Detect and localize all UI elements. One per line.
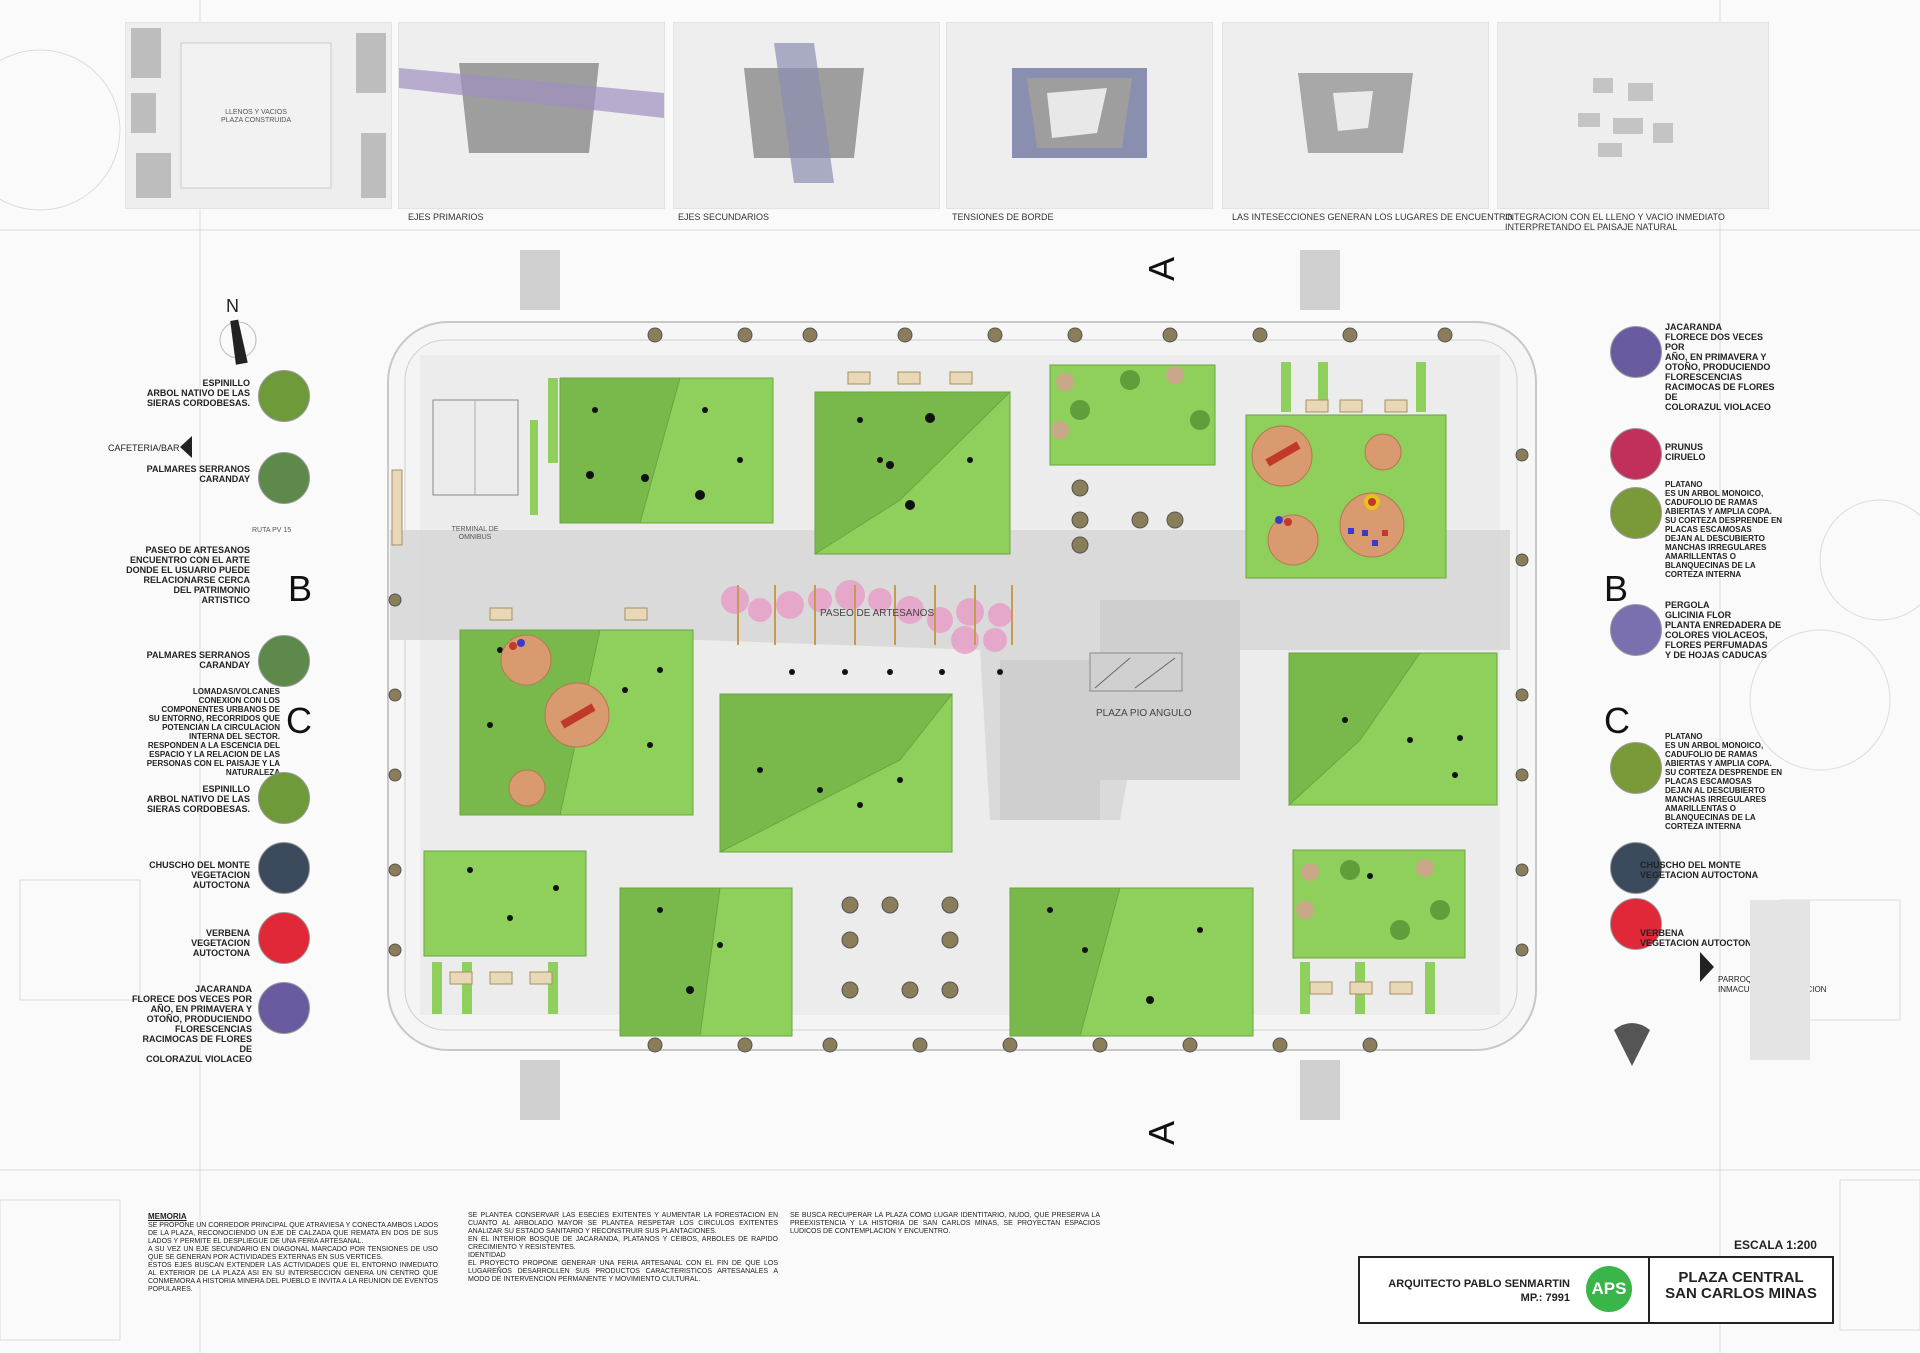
north-label: N [226, 296, 239, 316]
espinillo-photo-icon [258, 370, 310, 422]
legend-right-pergola: PERGOLA GLICINIA FLOR PLANTA ENREDADERA … [1665, 600, 1782, 660]
north-arrow-icon [219, 319, 257, 365]
legend-left-verbena: VERBENA VEGETACION AUTOCTONA [191, 928, 250, 958]
jacaranda-photo-icon [1610, 326, 1662, 378]
palm-photo-icon [258, 452, 310, 504]
verbena-flower-photo-icon [1610, 898, 1662, 950]
strip-panel-tensiones [946, 22, 1213, 209]
legend-left-palmares-2: PALMARES SERRANOS CARANDAY [146, 650, 250, 670]
verbena-flower-photo-icon [258, 912, 310, 964]
legend-left-espinillo-2: ESPINILLO ARBOL NATIVO DE LAS SIERAS COR… [146, 784, 250, 814]
prunus-photo-icon [1610, 428, 1662, 480]
scale-label: ESCALA 1:200 [1734, 1238, 1817, 1252]
legend-right-verbena: VERBENA VEGETACION AUTOCTONA [1640, 928, 1759, 948]
legend-left-chuscho: CHUSCHO DEL MONTE VEGETACION AUTOCTONA [149, 860, 250, 890]
section-letter-c-left: C [286, 700, 312, 741]
caption-integracion: INTEGRACION CON EL LLENO Y VACIO INMEDIA… [1505, 212, 1725, 232]
memoria-col2: SE PLANTEA CONSERVAR LAS ESECIES EXITENT… [468, 1212, 778, 1283]
note-paseo-artesanos: PASEO DE ARTESANOS ENCUENTRO CON EL ARTE… [126, 545, 250, 605]
label-ruta: RUTA PV 15 [252, 527, 292, 534]
legend-right-platano-1: PLATANO ES UN ARBOL MONOICO, CADUFOLIO D… [1665, 480, 1783, 579]
project-title-line2: SAN CARLOS MINAS [1665, 1285, 1817, 1302]
caption-ejes-primarios: EJES PRIMARIOS [408, 212, 484, 222]
strip-panel-llenos: LLENOS Y VACIOS PLAZA CONSTRUIDA [125, 22, 392, 209]
legend-left-palmares-1: PALMARES SERRANOS CARANDAY [146, 464, 250, 484]
pergola-glicinia-photo-icon [1610, 604, 1662, 656]
legend-left-espinillo-1: ESPINILLO ARBOL NATIVO DE LAS SIERAS COR… [146, 378, 250, 408]
section-letter-b-left: B [288, 568, 313, 609]
memoria-col1: SE PROPONE UN CORREDOR PRINCIPAL QUE ATR… [148, 1222, 438, 1293]
panel-llenos-label: LLENOS Y VACIOS PLAZA CONSTRUIDA [220, 109, 291, 124]
label-plaza-pio-angulo: PLAZA PIO ANGULO [1096, 708, 1192, 719]
legend-right-prunus: PRUNUS CIRUELO [1665, 442, 1706, 462]
chuscho-flower-photo-icon [1610, 842, 1662, 894]
espinillo-photo-icon [258, 772, 310, 824]
aps-logo: APS [1586, 1266, 1632, 1312]
project-title: PLAZA CENTRAL SAN CARLOS MINAS [1656, 1270, 1826, 1302]
panel-ejes-primarios-drawing [399, 63, 664, 153]
caption-intersecciones: LAS INTESECCIONES GENERAN LOS LUGARES DE… [1232, 212, 1513, 222]
memoria-title: MEMORIA [148, 1212, 187, 1221]
project-title-line1: PLAZA CENTRAL [1678, 1269, 1804, 1286]
platano-photo-icon [1610, 487, 1662, 539]
title-block: ARQUITECTO PABLO SENMARTIN MP.: 7991 APS… [1358, 1256, 1834, 1324]
platano-photo-icon [1610, 742, 1662, 794]
note-cafeteria: CAFETERIA/BAR [108, 443, 180, 453]
panel-tensiones-drawing [1012, 68, 1147, 158]
section-letter-c-right: C [1604, 700, 1630, 741]
strip-panel-ejes-primarios [398, 22, 665, 209]
panel-llenos-drawing [131, 28, 386, 198]
palm-photo-icon [258, 635, 310, 687]
label-paseo-artesanos: PASEO DE ARTESANOS [820, 608, 935, 619]
legend-left-jacaranda: JACARANDA FLORECE DOS VECES POR AÑO, EN … [131, 984, 252, 1064]
chuscho-flower-photo-icon [258, 842, 310, 894]
note-lomadas: LOMADAS/VOLCANES CONEXION CON LOS COMPON… [146, 687, 280, 777]
arrow-left-icon [180, 436, 192, 458]
arrow-right-icon [1700, 952, 1714, 982]
caption-tensiones: TENSIONES DE BORDE [952, 212, 1054, 222]
strip-panel-integracion [1497, 22, 1769, 209]
strip-panel-intersecciones [1222, 22, 1489, 209]
parroquia-building [1750, 900, 1810, 1060]
jacaranda-photo-icon [258, 982, 310, 1034]
title-divider [1648, 1258, 1650, 1322]
memoria-col3: SE BUSCA RECUPERAR LA PLAZA COMO LUGAR I… [790, 1212, 1100, 1235]
section-letter-b-right: B [1604, 568, 1629, 609]
legend-right-chuscho: CHUSCHO DEL MONTE VEGETACION AUTOCTONA [1640, 860, 1759, 880]
caption-ejes-secundarios: EJES SECUNDARIOS [678, 212, 770, 222]
legend-right-platano-2: PLATANO ES UN ARBOL MONOICO, CADUFOLIO D… [1665, 732, 1783, 831]
panel-ejes-secundarios-drawing [744, 43, 864, 183]
panel-integracion-drawing [1578, 78, 1673, 157]
panel-intersecciones-drawing [1298, 73, 1413, 153]
architect-mp: MP.: 7991 [1520, 1292, 1570, 1304]
parachute-sculpture-icon [1614, 1023, 1650, 1066]
architect-name: ARQUITECTO PABLO SENMARTIN [1388, 1278, 1570, 1290]
legend-right-jacaranda: JACARANDA FLORECE DOS VECES POR AÑO, EN … [1665, 322, 1775, 412]
strip-panel-ejes-secundarios [673, 22, 940, 209]
label-terminal: TERMINAL DE OMNIBUS [451, 526, 499, 541]
